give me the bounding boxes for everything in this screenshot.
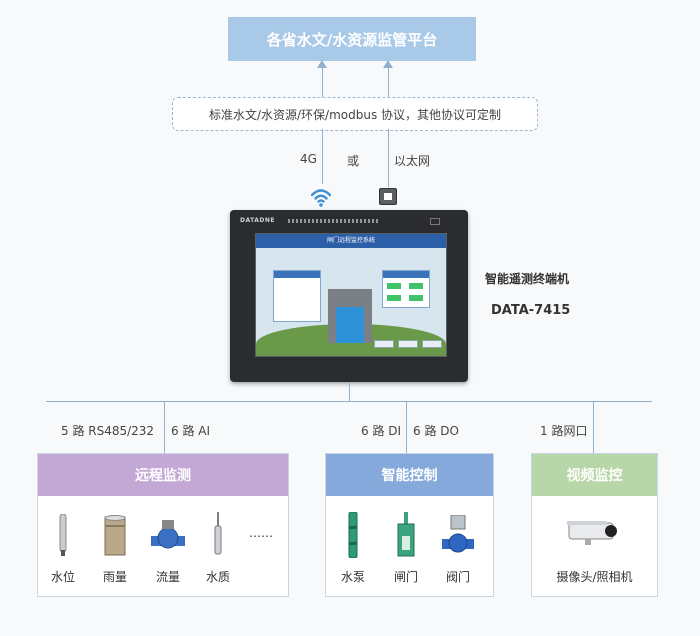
label-ethernet: 以太网 [394, 154, 431, 168]
bus-line [46, 401, 652, 402]
item-label: 水质 [205, 570, 230, 584]
flow-meter-icon [150, 514, 186, 558]
ethernet-socket [384, 193, 392, 200]
label-do: 6 路 DO [413, 424, 459, 438]
terminal-device: DATADNE 闸门远程监控系统 [230, 210, 468, 382]
group-remote-title: 远程监测 [135, 468, 191, 484]
group-video-title: 视频监控 [566, 468, 623, 484]
device-button [430, 218, 440, 225]
uplink-arrow-2 [383, 60, 393, 68]
label-di: 6 路 DI [361, 424, 402, 438]
downlink-line-2 [388, 129, 389, 187]
device-name: 智能遥测终端机 [485, 272, 570, 286]
ethernet-port-icon [379, 188, 397, 205]
item-label: 水位 [50, 570, 75, 584]
device-model: DATA-7415 [491, 303, 571, 318]
screen-gate-water [336, 307, 364, 343]
group-control: 智能控制 水泵 闸门 阀门 [325, 453, 494, 597]
device-indicator-strip [288, 219, 380, 223]
screen-green-button [409, 295, 423, 301]
more-ellipsis: …… [249, 526, 273, 540]
item-label: 水泵 [340, 570, 365, 584]
group-remote-header: 远程监测 [38, 454, 288, 496]
wifi-icon [310, 186, 332, 208]
screen-green-button [387, 283, 401, 289]
screen-title: 闸门远程监控系统 [256, 234, 446, 248]
bus-drop-control [406, 401, 407, 453]
platform-box: 各省水文/水资源监管平台 [228, 17, 476, 61]
platform-title: 各省水文/水资源监管平台 [266, 30, 438, 49]
label-4g: 4G [300, 152, 317, 166]
uplink-arrow-1 [317, 60, 327, 68]
screen-green-button [409, 283, 423, 289]
protocol-box: 标准水文/水资源/环保/modbus 协议，其他协议可定制 [172, 97, 538, 131]
device-screen: 闸门远程监控系统 [255, 233, 447, 357]
label-or: 或 [347, 154, 360, 168]
label-ai: 6 路 AI [171, 424, 211, 438]
screen-panel-left-head [274, 271, 320, 278]
item-label: 摄像头/照相机 [556, 570, 633, 584]
water-pump-icon [346, 512, 360, 558]
camera-icon [566, 516, 622, 546]
uplink-line-1 [322, 66, 323, 97]
screen-panel-right [382, 270, 430, 308]
device-down-line [349, 382, 350, 402]
item-label: 流量 [155, 570, 180, 584]
water-quality-probe-icon [210, 512, 226, 558]
bus-drop-video [593, 401, 594, 453]
protocol-text: 标准水文/水资源/环保/modbus 协议，其他协议可定制 [208, 107, 502, 122]
group-control-header: 智能控制 [326, 454, 493, 496]
sluice-gate-icon [396, 512, 416, 558]
device-brand: DATADNE [240, 217, 276, 224]
screen-panel-left [273, 270, 321, 322]
group-video-header: 视频监控 [532, 454, 657, 496]
uplink-line-2 [388, 66, 389, 97]
bus-drop-remote [164, 401, 165, 453]
screen-panel-right-head [383, 271, 429, 278]
group-video: 视频监控 摄像头/照相机 [531, 453, 658, 597]
screen-button [422, 340, 442, 348]
screen-green-button [387, 295, 401, 301]
valve-icon [441, 514, 475, 556]
label-rs485: 5 路 RS485/232 [61, 424, 155, 438]
screen-button [374, 340, 394, 348]
group-remote: 远程监测 水位 雨量 流量 水质 …… [37, 453, 289, 597]
screen-gate-graphic [328, 289, 372, 343]
item-label: 阀门 [445, 570, 470, 584]
water-level-sensor-icon [53, 514, 73, 558]
label-net: 1 路网口 [540, 424, 588, 438]
item-label: 雨量 [102, 570, 127, 584]
group-control-title: 智能控制 [381, 468, 438, 484]
item-label: 闸门 [393, 570, 418, 584]
rain-gauge-icon [102, 514, 128, 558]
downlink-line-1 [322, 129, 323, 184]
screen-button [398, 340, 418, 348]
